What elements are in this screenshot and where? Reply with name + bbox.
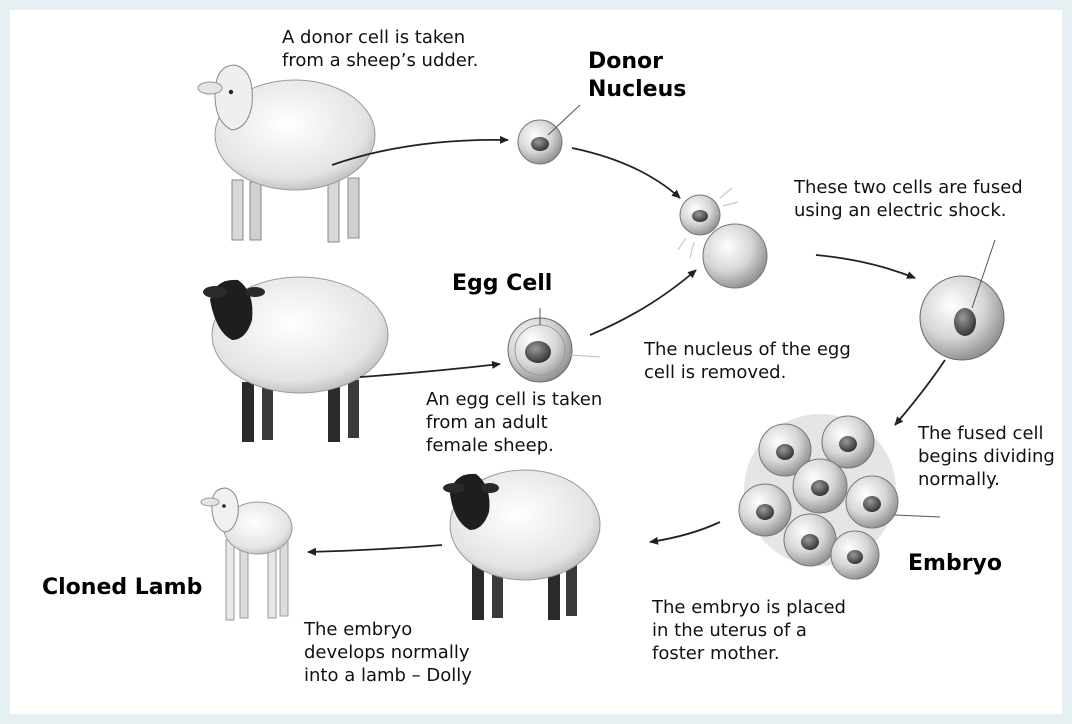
arrow-sheep-to-egg-cell bbox=[360, 364, 500, 377]
cloned-lamb-label: Cloned Lamb bbox=[42, 574, 202, 602]
fused-cell-icon bbox=[920, 240, 1004, 360]
foster-mother-sheep-icon bbox=[443, 470, 600, 620]
diagram-canvas: Donor Nucleus Egg Cell Embryo Cloned Lam… bbox=[10, 10, 1062, 714]
egg-cell-icon bbox=[508, 308, 600, 382]
egg-taken-caption: An egg cell is taken from an adult femal… bbox=[426, 388, 602, 457]
arrow-egg-cell-to-fusion bbox=[590, 270, 696, 335]
arrow-donor-cell-to-fusion bbox=[572, 148, 680, 198]
dividing-caption: The fused cell begins dividing normally. bbox=[918, 422, 1055, 491]
donor-sheep-icon bbox=[198, 65, 375, 242]
arrow-embryo-to-foster bbox=[650, 522, 720, 542]
develops-caption: The embryo develops normally into a lamb… bbox=[304, 618, 472, 687]
cloned-lamb-icon bbox=[201, 488, 292, 620]
donor-cell-caption: A donor cell is taken from a sheep’s udd… bbox=[282, 26, 478, 72]
egg-donor-sheep-icon bbox=[203, 277, 388, 442]
arrow-fused-cell-to-embryo bbox=[895, 360, 945, 425]
arrow-foster-to-lamb bbox=[308, 545, 442, 552]
embryo-placed-caption: The embryo is placed in the uterus of a … bbox=[652, 596, 846, 665]
donor-cell-icon bbox=[518, 105, 580, 164]
donor-nucleus-label: Donor Nucleus bbox=[588, 48, 686, 104]
fusion-caption: These two cells are fused using an elect… bbox=[794, 176, 1023, 222]
diagram-artwork bbox=[10, 10, 1062, 714]
arrow-fusion-to-fused-cell bbox=[816, 255, 915, 278]
embryo-label: Embryo bbox=[908, 550, 1002, 578]
nucleus-removed-caption: The nucleus of the egg cell is removed. bbox=[644, 338, 851, 384]
egg-cell-label: Egg Cell bbox=[452, 270, 552, 298]
